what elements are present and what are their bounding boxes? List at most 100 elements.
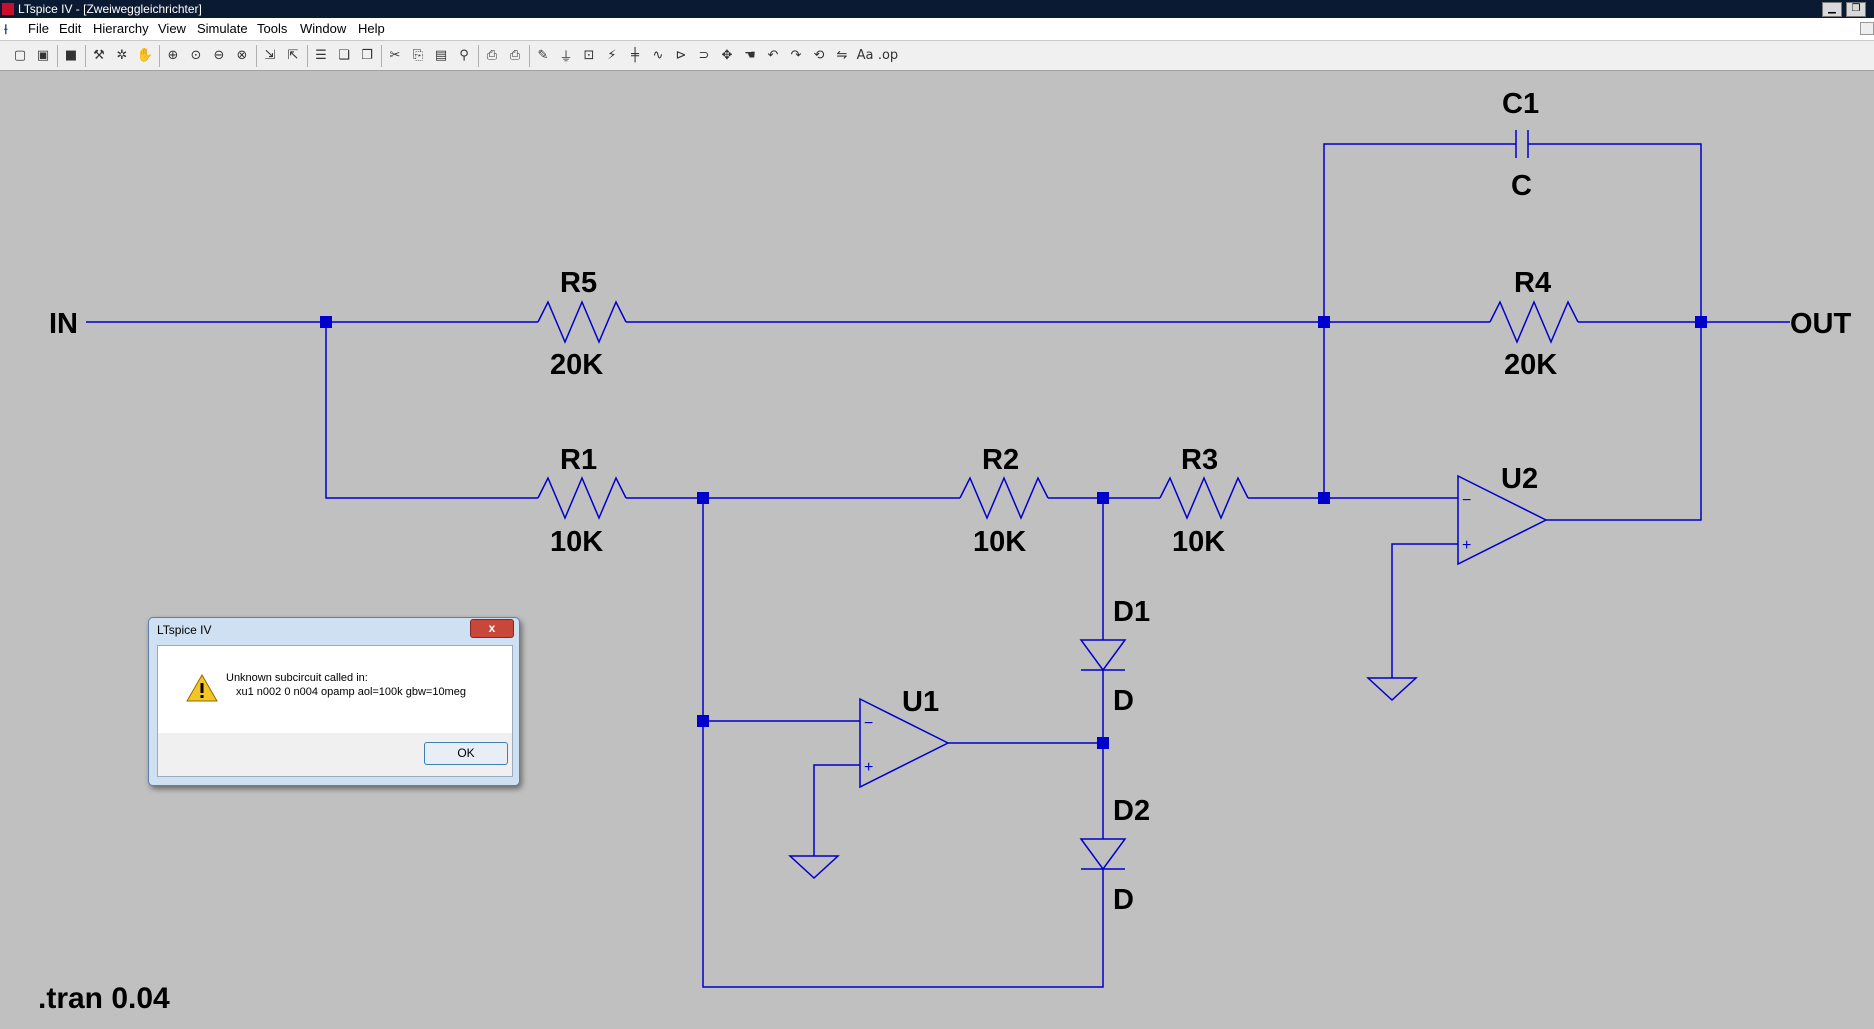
plot-settings-icon[interactable]: ⇱ [287, 47, 299, 63]
find-icon[interactable]: ⚲ [459, 47, 469, 63]
r4-name: R4 [1514, 267, 1551, 299]
wire [325, 322, 538, 499]
inductor-icon[interactable]: ∿ [652, 47, 664, 63]
toolbar-separator [256, 45, 257, 67]
dialog-button-bar: OK [157, 733, 513, 777]
zoom-pan-icon[interactable]: ⊙ [190, 47, 202, 63]
diode-d2-symbol [1079, 838, 1127, 871]
junction-dot [697, 492, 709, 504]
control-panel-icon[interactable]: ⚒ [93, 47, 105, 63]
resistor-r3-symbol [1159, 476, 1249, 520]
c1-name: C1 [1502, 88, 1539, 120]
new-schematic-icon[interactable]: ▢ [13, 47, 27, 63]
diode-icon[interactable]: ⊳ [675, 47, 687, 63]
junction-dot [1318, 316, 1330, 328]
mdi-restore-button[interactable] [1860, 22, 1874, 35]
toolbar-separator [159, 45, 160, 67]
window-title: LTspice IV - [Zweiweggleichrichter] [18, 2, 202, 16]
r4-value: 20K [1504, 349, 1557, 381]
redo-icon[interactable]: ↷ [790, 47, 802, 63]
capacitor-icon[interactable]: ╪ [631, 47, 639, 63]
run-icon[interactable]: ✲ [116, 47, 128, 63]
paste-icon[interactable]: ▤ [434, 47, 448, 63]
toolbar-separator [478, 45, 479, 67]
wire-layer [86, 130, 1790, 988]
resistor-r5-symbol [537, 300, 627, 344]
menu-bar: ⟊ File Edit Hierarchy View Simulate Tool… [0, 18, 1874, 41]
u1-minus-sign: − [864, 715, 873, 732]
wire [1546, 322, 1702, 521]
label-net-icon[interactable]: ⊡ [583, 47, 595, 63]
dialog-close-button[interactable]: x [470, 619, 514, 638]
junction-dot [320, 316, 332, 328]
resistor-icon[interactable]: ⚡ [607, 47, 617, 63]
dialog-title: LTspice IV [157, 623, 212, 637]
menu-help[interactable]: Help [358, 21, 385, 36]
dialog-message-line2: xu1 n002 0 n004 opamp aol=100k gbw=10meg [236, 686, 466, 698]
cut-icon[interactable]: ✂ [389, 47, 401, 63]
junction-dot [697, 715, 709, 727]
ground-icon[interactable]: ⏚ [559, 49, 573, 65]
dialog-message-area: Unknown subcircuit called in: xu1 n002 0… [157, 645, 513, 735]
r1-name: R1 [560, 444, 597, 476]
r3-value: 10K [1172, 526, 1225, 558]
rotate-icon[interactable]: ⟲ [813, 47, 825, 63]
opamp-u2-symbol [1457, 474, 1548, 566]
wire [1323, 143, 1516, 322]
schematic-doc-icon[interactable]: ⟊ [4, 21, 8, 37]
resistor-r4-symbol [1489, 300, 1579, 344]
d1-value: D [1113, 685, 1134, 717]
d2-value: D [1113, 884, 1134, 916]
text-icon[interactable]: Aa [856, 47, 874, 63]
dialog-message-line1: Unknown subcircuit called in: [226, 672, 368, 684]
toolbar-separator [57, 45, 58, 67]
ok-button[interactable]: OK [424, 742, 508, 765]
schematic-canvas[interactable]: − + − + IN OUT C1 C R5 20K R4 20K R1 10K… [0, 71, 1874, 1029]
print-icon[interactable]: ⎙ [509, 47, 521, 63]
mirror-icon[interactable]: ⇋ [836, 47, 848, 63]
halt-icon[interactable]: ✋ [136, 47, 154, 63]
draw-wire-icon[interactable]: ✎ [537, 47, 549, 63]
save-icon[interactable]: ■ [64, 47, 78, 63]
spice-directive-icon[interactable]: .op [877, 47, 899, 63]
resistor-r1-symbol [537, 476, 627, 520]
print-setup-icon[interactable]: ⎙ [486, 47, 498, 63]
menu-window[interactable]: Window [300, 21, 347, 36]
ltspice-app-icon[interactable] [2, 3, 14, 15]
window-title-bar: LTspice IV - [Zweiweggleichrichter] ▁ ❐ [0, 0, 1874, 18]
move-icon[interactable]: ✥ [721, 47, 733, 63]
drag-icon[interactable]: ☚ [744, 47, 756, 63]
component-icon[interactable]: ⊃ [698, 47, 710, 63]
cascade-icon[interactable]: ❏ [338, 47, 350, 63]
toolbar-separator [85, 45, 86, 67]
zoom-out-icon[interactable]: ⊖ [213, 47, 225, 63]
tile-vertical-icon[interactable]: ❐ [361, 47, 373, 63]
menu-view[interactable]: View [158, 21, 186, 36]
menu-edit[interactable]: Edit [59, 21, 82, 36]
resistor-r2-symbol [959, 476, 1049, 520]
component-labels: IN OUT C1 C R5 20K R4 20K R1 10K R2 10K … [38, 88, 1852, 1015]
u2-plus-sign: + [1462, 537, 1471, 554]
menu-tools[interactable]: Tools [257, 21, 288, 36]
zoom-in-icon[interactable]: ⊕ [167, 47, 179, 63]
menu-file[interactable]: File [28, 21, 49, 36]
open-icon[interactable]: ▣ [36, 47, 50, 63]
wire [1528, 143, 1702, 322]
warning-icon [186, 674, 218, 702]
junction-dot [1318, 492, 1330, 504]
minimize-window-button[interactable]: ▁ [1822, 2, 1842, 17]
undo-icon[interactable]: ↶ [767, 47, 779, 63]
restore-window-button[interactable]: ❐ [1846, 2, 1866, 17]
autorange-icon[interactable]: ⇲ [264, 47, 276, 63]
zoom-fit-icon[interactable]: ⊗ [236, 47, 248, 63]
copy-icon[interactable]: ⎘ [412, 47, 424, 63]
c1-value: C [1511, 170, 1532, 202]
wire [1391, 543, 1458, 678]
r5-value: 20K [550, 349, 603, 381]
toolbar-separator [381, 45, 382, 67]
ground-u1-symbol [788, 855, 840, 880]
tile-horizontal-icon[interactable]: ☰ [315, 47, 327, 63]
menu-hierarchy[interactable]: Hierarchy [93, 21, 149, 36]
menu-simulate[interactable]: Simulate [197, 21, 248, 36]
toolbar-separator [307, 45, 308, 67]
